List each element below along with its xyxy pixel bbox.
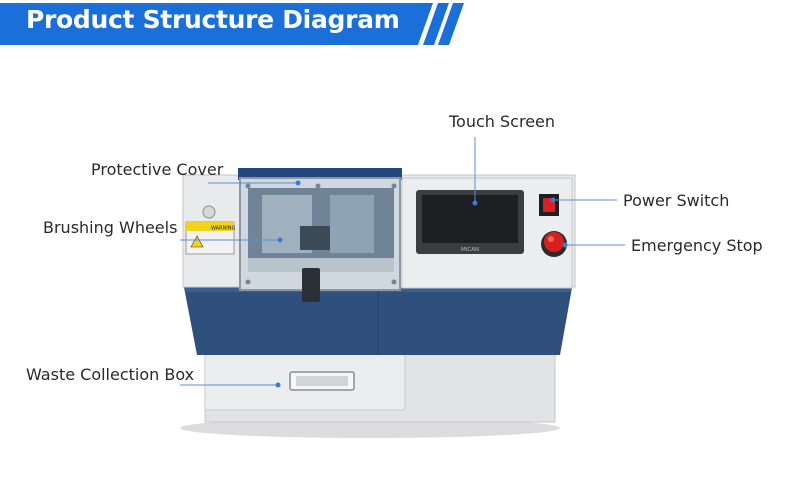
callout-dot [550, 197, 556, 203]
callout-dot [295, 180, 301, 186]
screen-brand: MICAN [461, 247, 479, 253]
cover-screw [245, 279, 251, 285]
emergency-stop-shine [548, 236, 554, 242]
brushing-wheel-right [330, 195, 374, 253]
ground-shadow [180, 418, 560, 438]
callout-touch-screen: Touch Screen [449, 112, 556, 131]
cover-base-plate [248, 258, 394, 272]
callout-emergency-stop: Emergency Stop [631, 236, 763, 255]
callout-power-switch: Power Switch [623, 191, 730, 210]
banner-shape [0, 3, 464, 45]
touch-screen [422, 195, 518, 243]
cover-screw [315, 183, 321, 189]
cover-screw [391, 183, 397, 189]
cover-screw [245, 183, 251, 189]
page-title: Product Structure Diagram [26, 5, 400, 34]
warning-triangle-icon [190, 235, 204, 248]
cover-screw [391, 279, 397, 285]
warning-sticker-band [186, 222, 234, 231]
callout-dot [275, 382, 281, 388]
drawer-handle-grip [296, 376, 348, 386]
callout-dot [472, 200, 478, 206]
callout-waste-collection-box: Waste Collection Box [26, 365, 195, 384]
adjust-knob [202, 205, 216, 219]
callout-protective-cover: Protective Cover [91, 160, 224, 179]
warning-label: WARNING [211, 226, 236, 232]
cover-latch [302, 268, 320, 302]
callout-dot [277, 237, 283, 243]
header-banner: Product Structure Diagram [0, 0, 790, 50]
callout-brushing-wheels: Brushing Wheels [43, 218, 178, 237]
wheel-hub [300, 226, 330, 250]
callout-dot [562, 242, 568, 248]
